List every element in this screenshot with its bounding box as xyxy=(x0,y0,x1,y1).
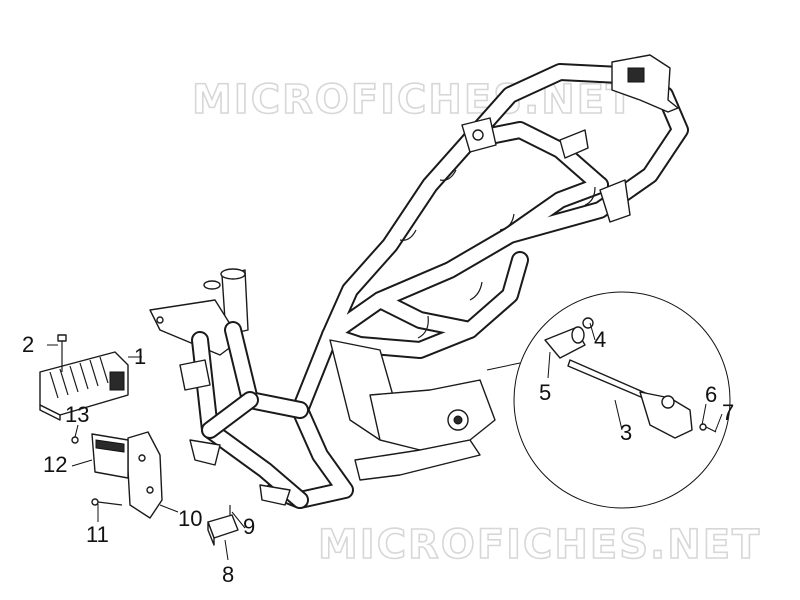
callout-3: 3 xyxy=(620,420,632,445)
callout-4: 4 xyxy=(594,327,606,352)
watermark-top: MICROFICHES.NET xyxy=(192,77,635,123)
scooter-frame xyxy=(149,54,689,509)
rear-carrier-bracket xyxy=(461,54,679,223)
callout-6: 6 xyxy=(705,382,717,407)
callout-1: 1 xyxy=(134,344,146,369)
leader-lines xyxy=(47,322,723,561)
callout-5: 5 xyxy=(539,380,551,405)
detail-circle xyxy=(486,291,731,509)
callout-13: 13 xyxy=(65,402,89,427)
lock-cylinder xyxy=(544,326,586,359)
callout-2: 2 xyxy=(22,332,34,357)
callout-12: 12 xyxy=(43,452,67,477)
callout-8: 8 xyxy=(222,562,234,587)
lock-rod xyxy=(567,359,693,439)
callout-labels: 1 2 3 4 5 6 7 8 9 10 11 12 13 xyxy=(22,327,734,587)
watermark-bottom: MICROFICHES.NET xyxy=(318,522,761,568)
callout-11: 11 xyxy=(86,522,109,547)
callout-9: 9 xyxy=(243,514,255,539)
bolt-2 xyxy=(57,334,67,372)
callout-10: 10 xyxy=(178,506,202,531)
relay xyxy=(207,505,239,546)
engine-mount xyxy=(179,339,496,506)
callout-7: 7 xyxy=(722,400,734,425)
steering-head xyxy=(149,268,249,356)
regulator-bracket xyxy=(71,431,163,519)
